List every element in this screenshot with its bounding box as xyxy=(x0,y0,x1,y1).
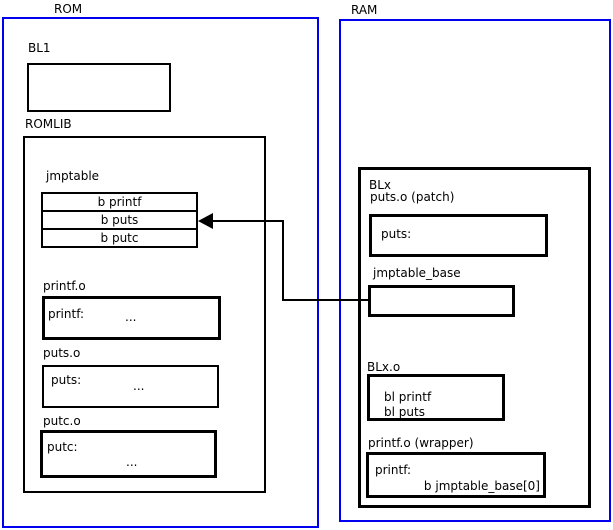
romlib-label: ROMLIB xyxy=(25,117,72,131)
puts-body-ellipsis: ... xyxy=(133,379,145,393)
bl1-label: BL1 xyxy=(28,41,51,55)
puts-o-box: puts: ... xyxy=(42,365,219,408)
rom-frame xyxy=(2,17,319,528)
jmptable-entry-putc: b putc xyxy=(41,228,198,248)
puts-patch-symbol: puts: xyxy=(381,227,412,241)
printf-wrapper-symbol: printf: xyxy=(375,463,412,477)
jmptable-box: b printf b puts b putc xyxy=(41,192,198,248)
printf-wrapper-label: printf.o (wrapper) xyxy=(368,436,474,450)
printf-wrapper-code: b jmptable_base[0] xyxy=(423,479,540,493)
putc-symbol: putc: xyxy=(47,440,78,454)
putc-o-box: putc: ... xyxy=(40,430,217,478)
blx-o-box: bl printf bl puts xyxy=(367,374,505,421)
putc-o-label: putc.o xyxy=(43,414,81,428)
blx-o-line-bl-printf: bl printf xyxy=(384,390,432,404)
blx-label: BLx xyxy=(369,178,392,192)
puts-symbol: puts: xyxy=(51,373,82,387)
ram-frame xyxy=(339,19,611,522)
puts-patch-label: puts.o (patch) xyxy=(370,190,455,204)
printf-body-ellipsis: ... xyxy=(125,310,137,324)
ram-title: RAM xyxy=(351,3,378,17)
jmptable-label: jmptable xyxy=(46,169,100,183)
arrow-segment-vertical xyxy=(282,220,284,301)
arrow-head-icon xyxy=(198,213,213,229)
blx-box: BLx xyxy=(358,167,591,508)
printf-wrapper-box: printf: b jmptable_base[0] xyxy=(366,452,546,498)
printf-o-box: printf: ... xyxy=(42,296,221,340)
printf-symbol: printf: xyxy=(48,307,85,321)
printf-o-label: printf.o xyxy=(43,279,86,293)
puts-patch-box: puts: xyxy=(369,214,548,257)
arrow-segment-bottom xyxy=(282,299,368,301)
blx-o-label: BLx.o xyxy=(367,360,401,374)
arrow-segment-top xyxy=(212,220,284,222)
jmptable-entry-printf: b printf xyxy=(41,192,198,212)
blx-o-line-bl-puts: bl puts xyxy=(384,405,425,419)
bl1-box xyxy=(27,63,171,112)
jmptable-entry-puts: b puts xyxy=(41,210,198,230)
putc-body-ellipsis: ... xyxy=(126,455,138,469)
jmptable-base-box xyxy=(368,285,515,317)
puts-o-label: puts.o xyxy=(43,346,81,360)
jmptable-base-label: jmptable_base xyxy=(373,266,461,280)
rom-title: ROM xyxy=(54,2,83,16)
